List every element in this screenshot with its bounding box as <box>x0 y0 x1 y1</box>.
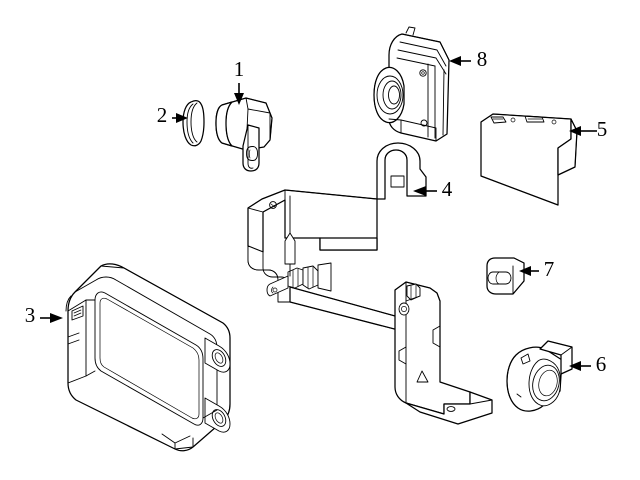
part-3-distance-radar-control-module <box>65 263 231 452</box>
part-1-blind-spot-radar-sensor <box>215 97 273 172</box>
callout-4: 4 <box>413 177 453 201</box>
callout-1-number: 1 <box>234 57 245 81</box>
callout-6-number: 6 <box>596 352 607 376</box>
callout-8-number: 8 <box>477 47 488 71</box>
part-2-sensor-cover-cap <box>182 100 205 147</box>
callout-3: 3 <box>25 303 63 327</box>
part-5-control-module-unit <box>480 113 578 206</box>
callout-1: 1 <box>234 57 245 105</box>
callout-2: 2 <box>157 103 188 127</box>
part-4-mounting-bracket <box>247 142 493 425</box>
callout-2-number: 2 <box>157 103 168 127</box>
part-6-park-assist-sensor <box>506 340 573 412</box>
callout-5-number: 5 <box>597 117 608 141</box>
part-8-camera-module <box>373 26 450 142</box>
callout-7-number: 7 <box>544 257 555 281</box>
part-7-sensor-retainer-clip <box>486 257 525 295</box>
callout-8: 8 <box>449 47 487 71</box>
callout-4-number: 4 <box>442 177 453 201</box>
callout-7: 7 <box>519 257 554 281</box>
callout-6: 6 <box>569 352 606 376</box>
callout-3-number: 3 <box>25 303 36 327</box>
callout-5: 5 <box>569 117 607 141</box>
